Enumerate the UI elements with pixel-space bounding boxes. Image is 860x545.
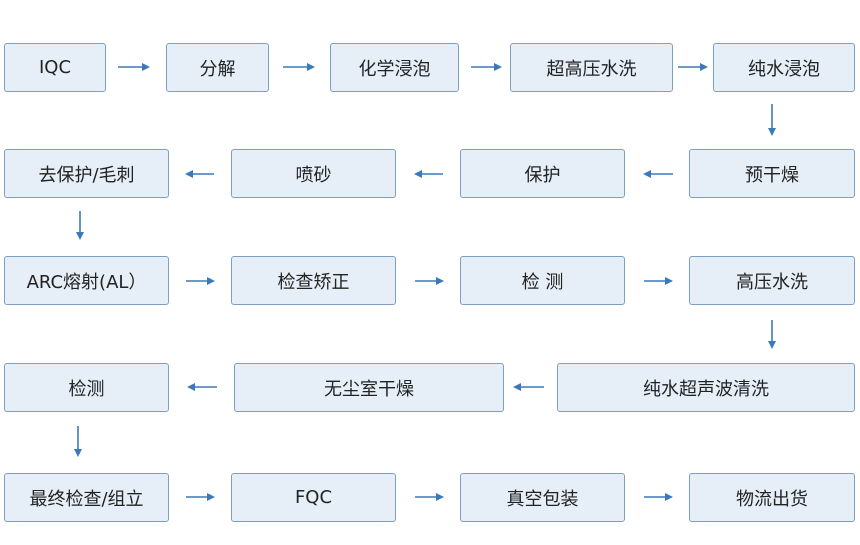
step-cleanroom-dry: 无尘室干燥 (234, 363, 504, 412)
arrow-right (186, 277, 215, 285)
arrow-right (644, 493, 673, 501)
step-protect: 保护 (460, 149, 625, 198)
arrow-left (643, 170, 673, 178)
step-ultra-high-pressure-wash: 超高压水洗 (510, 43, 673, 92)
step-test: 检测 (4, 363, 169, 412)
arrow-right (415, 277, 444, 285)
step-inspect-correct: 检查矫正 (231, 256, 396, 305)
step-chemical-soak: 化学浸泡 (330, 43, 459, 92)
step-logistics-ship: 物流出货 (689, 473, 855, 522)
step-pre-dry: 预干燥 (689, 149, 855, 198)
arrow-left (185, 170, 214, 178)
arrow-left (414, 170, 443, 178)
arrow-right (186, 493, 215, 501)
step-high-pressure-wash: 高压水洗 (689, 256, 855, 305)
arrow-down (768, 320, 776, 349)
step-inspection: 检 测 (460, 256, 625, 305)
step-disassembly: 分解 (166, 43, 269, 92)
step-pure-water-soak: 纯水浸泡 (713, 43, 855, 92)
arrow-right (118, 63, 150, 71)
arrow-right (644, 277, 673, 285)
arrow-right (283, 63, 315, 71)
step-fqc: FQC (231, 473, 396, 522)
arrow-right (415, 493, 444, 501)
step-iqc: IQC (4, 43, 106, 92)
arrow-right (678, 63, 708, 71)
step-deprotect-deburr: 去保护/毛刺 (4, 149, 169, 198)
arrow-down (768, 104, 776, 136)
arrow-left (513, 383, 544, 391)
arrow-right (471, 63, 502, 71)
step-arc-spray: ARC熔射(AL） (4, 256, 169, 305)
step-final-inspect-assembly: 最终检查/组立 (4, 473, 169, 522)
step-ultrasonic-clean: 纯水超声波清洗 (557, 363, 855, 412)
arrow-down (74, 426, 82, 457)
step-sandblast: 喷砂 (231, 149, 396, 198)
arrow-down (76, 211, 84, 240)
step-vacuum-pack: 真空包装 (460, 473, 625, 522)
arrow-left (187, 383, 217, 391)
